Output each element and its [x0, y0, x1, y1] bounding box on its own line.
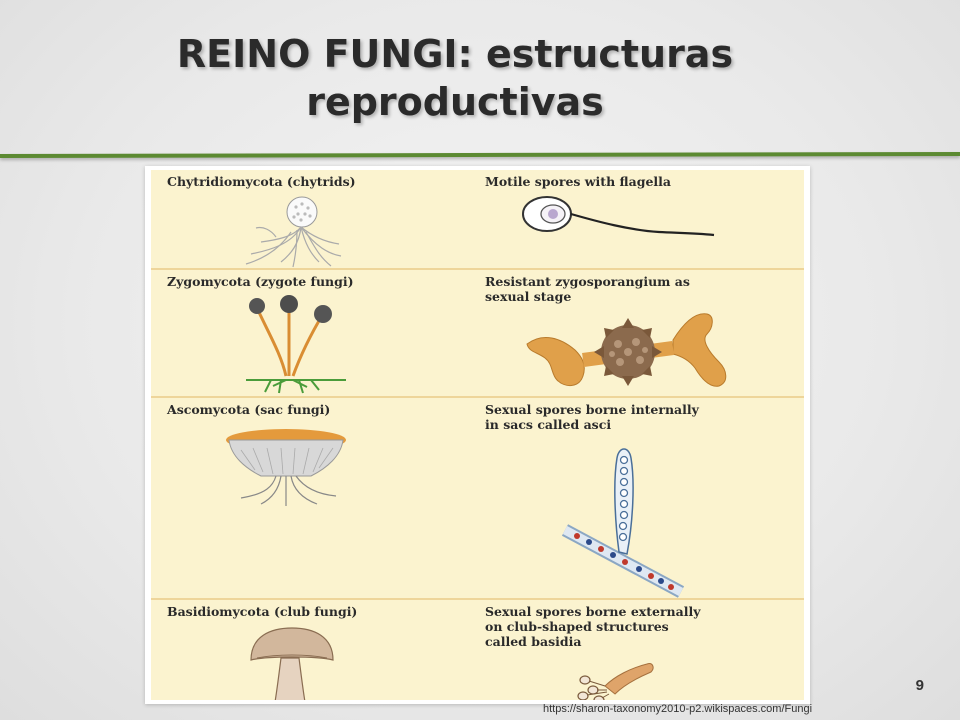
basidium-illustration	[577, 663, 654, 700]
slide-title: REINO FUNGI: estructuras reproductivas	[0, 30, 910, 126]
zygomycota-sporangia-illustration	[246, 295, 346, 394]
title-line-1: REINO FUNGI: estructuras	[176, 32, 734, 76]
table-row-ascomycota: Ascomycota (sac fungi) Sexual spores bor…	[151, 396, 804, 598]
title-line-2: reproductivas	[306, 80, 604, 124]
table-row-zygomycota: Zygomycota (zygote fungi) Resistant zygo…	[151, 268, 804, 396]
ascus-illustration	[561, 448, 685, 598]
fungi-figure: Chytridiomycota (chytrids) Motile spores…	[145, 166, 810, 704]
table-row-basidiomycota: Basidiomycota (club fungi) Sexual spores…	[151, 598, 804, 700]
page-number: 9	[915, 677, 924, 694]
source-citation[interactable]: https://sharon-taxonomy2010-p2.wikispace…	[543, 703, 813, 715]
group-label: Ascomycota (sac fungi)	[167, 402, 331, 417]
group-label: Basidiomycota (club fungi)	[167, 604, 358, 619]
mushroom-illustration	[250, 627, 334, 700]
group-label: Zygomycota (zygote fungi)	[167, 274, 354, 289]
group-label: Chytridiomycota (chytrids)	[167, 174, 356, 189]
flagellated-spore-illustration	[522, 196, 715, 237]
group-description: Motile spores with flagella	[485, 174, 671, 189]
ascocarp-illustration	[226, 429, 346, 506]
fungi-table: Chytridiomycota (chytrids) Motile spores…	[151, 170, 804, 700]
group-description: Sexual spores borne externally on club-s…	[485, 604, 701, 649]
chytrid-illustration	[245, 196, 342, 268]
zygosporangium-illustration	[526, 313, 727, 387]
table-row-chytridiomycota: Chytridiomycota (chytrids) Motile spores…	[151, 170, 804, 268]
group-description: Resistant zygosporangium as sexual stage	[485, 274, 690, 304]
group-description: Sexual spores borne internally in sacs c…	[485, 402, 699, 432]
title-divider	[0, 151, 960, 158]
